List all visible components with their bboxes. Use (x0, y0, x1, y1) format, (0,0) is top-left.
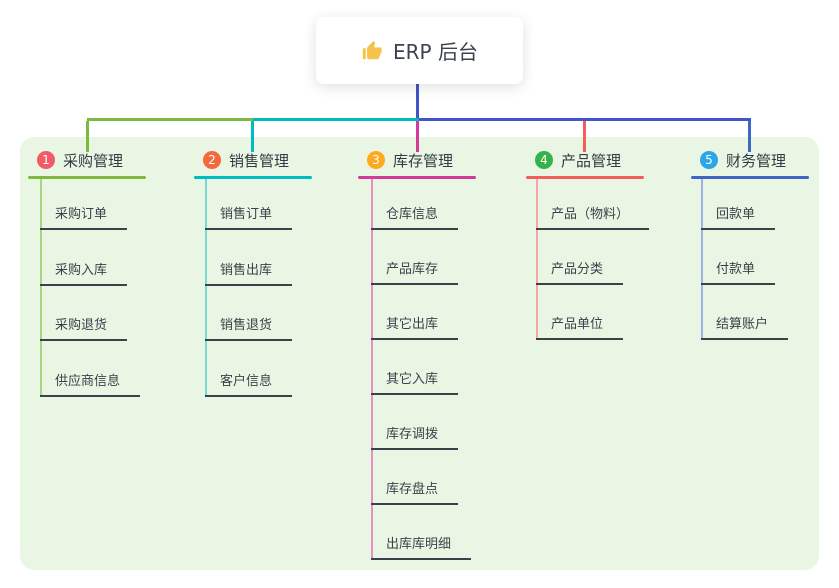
branch-1-badge: 1 (37, 151, 55, 169)
connector-drop-branch-3 (416, 121, 419, 152)
thumbs-up-icon (362, 40, 382, 59)
branch-3-header[interactable]: 3 库存管理 (367, 150, 453, 170)
mindmap-node[interactable]: 产品分类 (536, 257, 624, 285)
connector-horizontal-teal (253, 118, 419, 121)
connector-drop-branch-1 (86, 121, 89, 152)
connector-horizontal-green (87, 118, 253, 121)
mindmap-node[interactable]: 销售退货 (205, 313, 293, 341)
connector-drop-branch-2 (251, 121, 254, 152)
branch-5-underline (691, 176, 809, 179)
mindmap-node[interactable]: 仓库信息 (371, 202, 459, 230)
branch-2-spine (205, 179, 207, 397)
connector-horizontal-blue (419, 118, 751, 121)
mindmap-node[interactable]: 产品（物料） (536, 202, 650, 230)
branch-1-label: 采购管理 (63, 151, 124, 170)
connector-drop-branch-4 (583, 121, 586, 152)
branch-4-header[interactable]: 4 产品管理 (535, 150, 621, 170)
mindmap-node[interactable]: 出库库明细 (371, 532, 472, 560)
branches-panel (20, 137, 819, 570)
mindmap-node[interactable]: 付款单 (701, 257, 776, 285)
mindmap-node[interactable]: 回款单 (701, 202, 776, 230)
branch-1-underline (28, 176, 146, 179)
branch-5-badge: 5 (700, 151, 718, 169)
mindmap-node[interactable]: 采购退货 (40, 313, 128, 341)
connector-drop-branch-5 (748, 121, 751, 152)
mindmap-node[interactable]: 库存调拨 (371, 422, 459, 450)
branch-3-badge: 3 (367, 151, 385, 169)
branch-3-spine (371, 179, 373, 560)
branch-4-label: 产品管理 (561, 151, 622, 170)
mindmap-node[interactable]: 销售订单 (205, 202, 293, 230)
branch-1-header[interactable]: 1 采购管理 (37, 150, 123, 170)
root-title: ERP 后台 (393, 40, 478, 64)
branch-2-header[interactable]: 2 销售管理 (203, 150, 289, 170)
mindmap-node[interactable]: 其它出库 (371, 312, 459, 340)
branch-2-underline (194, 176, 312, 179)
mindmap-node[interactable]: 库存盘点 (371, 477, 459, 505)
branch-5-spine (701, 179, 703, 340)
branch-4-underline (526, 176, 644, 179)
branch-3-label: 库存管理 (393, 151, 454, 170)
mindmap-node[interactable]: 结算账户 (701, 312, 789, 340)
branch-5-header[interactable]: 5 财务管理 (700, 150, 786, 170)
mindmap-node[interactable]: 采购订单 (40, 202, 128, 230)
branch-3-underline (358, 176, 476, 179)
mindmap-node[interactable]: 其它入库 (371, 367, 459, 395)
mindmap-node[interactable]: 采购入库 (40, 258, 128, 286)
mindmap-node[interactable]: 产品库存 (371, 257, 459, 285)
branch-2-badge: 2 (203, 151, 221, 169)
branch-4-spine (536, 179, 538, 340)
branch-2-label: 销售管理 (229, 151, 290, 170)
branch-5-label: 财务管理 (726, 151, 787, 170)
mindmap-node[interactable]: 销售出库 (205, 258, 293, 286)
mindmap-node[interactable]: 供应商信息 (40, 369, 141, 397)
branch-4-badge: 4 (535, 151, 553, 169)
connector-root-drop (416, 84, 419, 118)
mindmap-node[interactable]: 客户信息 (205, 369, 293, 397)
branch-1-spine (40, 179, 42, 397)
mindmap-node[interactable]: 产品单位 (536, 312, 624, 340)
root-node[interactable]: ERP 后台 (316, 17, 523, 84)
